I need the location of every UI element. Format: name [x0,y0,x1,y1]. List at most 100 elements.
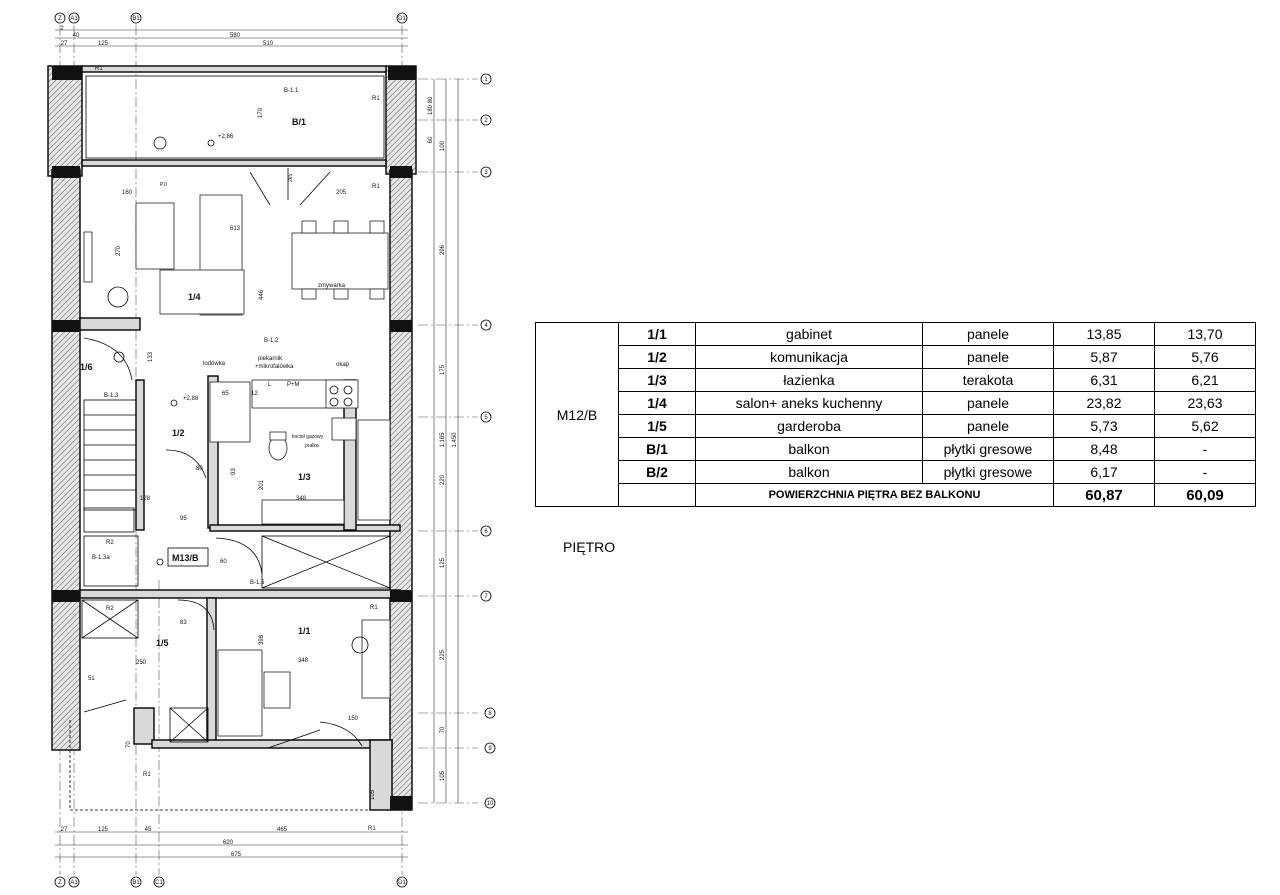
dim-label: 105 [370,789,376,800]
room-1-6-stairs: 1/6 B-1.3 133 [80,337,154,511]
grid-bubbles-top: Z A1 B1 D1 [54,12,408,24]
dim-label: P.0 [160,182,167,188]
tag-label: B-1.3a [92,555,110,561]
dim-label: 125 [440,557,446,568]
level-label: +2,88 [183,396,199,402]
grid-label: 2 [484,118,488,124]
tag-label: lodówka [203,361,226,367]
dim-label: 27 [61,827,68,833]
grid-label: 8 [488,711,492,717]
dim-label: 150 [348,716,359,722]
dim-label: 170 [258,107,264,118]
tag-label: R1 [368,826,376,832]
area-net-cell: - [1154,460,1256,484]
unit-label: M13/B [172,553,199,563]
room-1-3-bathroom: 1/3 kocioł gazowy pralka 348 201 80 [196,417,391,525]
area-net-cell: 6,21 [1154,368,1256,392]
kitchen: lodówka piekarnik +mikrofalówka okap L P… [203,356,359,443]
floor-finish-cell: płytki gresowe [922,460,1054,484]
dim-label: 70 [126,741,132,748]
dim-label: 180 [428,104,434,115]
dim-label: 93 [231,468,237,475]
room-label: 1/4 [188,292,201,302]
dim-label: 510 [263,41,274,47]
dimensions-bottom: 27 125 45 465 620 675 [55,827,408,858]
room-symbol-cell: B/1 [618,437,696,461]
tag-label: R2 [106,540,114,546]
room-label: B/1 [292,117,306,127]
dim-label: 160 [122,190,133,196]
dim-label: 27 [61,41,68,47]
grid-bubbles-right: 1 2 3 4 5 6 7 8 9 10 [480,73,496,809]
room-1-4-living: 1/4 160 205 P.0 R1 270 613 446 zmywarka … [83,168,389,344]
room-schedule-table: M12/B 1/1 gabinet panele 13,85 13,70 1/2… [535,322,1256,507]
area-net-cell: 5,62 [1154,414,1256,438]
table-row: 1/3 łazienka terakota 6,31 6,21 [536,368,1256,392]
floor-finish-cell: panele [922,322,1054,346]
dim-label: 220 [440,474,446,485]
grid-label: 7 [484,594,488,600]
area-gross-cell: 6,31 [1053,368,1155,392]
unit-group-cell: M12/B [535,322,619,507]
room-name-cell: komunikacja [695,345,923,369]
dim-label: 348 [298,658,309,664]
floor-finish-cell: płytki gresowe [922,437,1054,461]
grid-label: 6 [484,529,488,535]
grid-label: 1 [484,77,488,83]
dim-label: 125 [98,41,109,47]
tag-label: okap [336,362,350,368]
room-name-cell: łazienka [695,368,923,392]
room-1-5-wardrobe: R2 1/5 250 83 51 70 R1 [81,599,215,778]
grid-label: B1 [132,880,140,886]
dim-label: 675 [231,852,242,858]
dim-label: 225 [440,649,446,660]
dim-label: 580 [230,33,241,39]
dim-label: 2 [60,26,64,32]
room-name-cell: salon+ aneks kuchenny [695,391,923,415]
grid-label: 3 [484,170,488,176]
tag-label: B-1.2 [264,338,279,344]
grid-label: Z [58,16,62,22]
dim-label: 125 [98,827,109,833]
grid-label: 5 [484,415,488,421]
tag-label: R1 [372,96,380,102]
grid-label: 4 [484,323,488,329]
grid-label: B1 [132,16,140,22]
area-gross-cell: 6,17 [1053,460,1155,484]
level-label: +2,86 [218,134,234,140]
floor-finish-cell: terakota [922,368,1054,392]
tag-label: B-1.1 [284,88,299,94]
tag-label: B-1.3 [104,393,119,399]
table-row: B/1 balkon płytki gresowe 8,48 - [536,437,1256,461]
room-name-cell: balkon [695,437,923,461]
room-symbol-cell: 1/5 [618,414,696,438]
tag-label: R1 [143,772,151,778]
area-net-cell: 23,63 [1154,391,1256,415]
dim-label: 620 [223,840,234,846]
grid-label: A1 [70,16,78,22]
tag-label: R1 [372,184,380,190]
balcony-b1: B/1 R1 R1 B-1.1 +2,86 170 [85,66,385,159]
area-net-cell: 13,70 [1154,322,1256,346]
room-symbol-cell: 1/1 [618,322,696,346]
dim-label: 12 [251,391,258,397]
room-label: 1/6 [80,362,93,372]
room-symbol-cell: 1/2 [618,345,696,369]
tag-label: R1 [95,66,103,72]
dim-label: 95 [180,516,187,522]
table-row: 1/5 garderoba panele 5,73 5,62 [536,414,1256,438]
area-gross-cell: 8,48 [1053,437,1155,461]
dimensions-top: 2 40 580 27 125 510 [55,26,408,47]
grid-bubbles-bottom: Z A1 B1 C1 D1 [54,876,408,888]
area-gross-cell: 5,73 [1053,414,1155,438]
table-row: M12/B 1/1 gabinet panele 13,85 13,70 [535,322,1256,507]
grid-label: D1 [398,16,406,22]
grid-label: C1 [155,880,163,886]
dim-label: 83 [180,620,187,626]
dim-label: 1.165 [440,432,446,448]
room-label: 1/1 [298,626,311,636]
tag-label: piekarnik [258,356,283,362]
dim-label: 465 [277,827,288,833]
grid-label: 10 [487,801,494,807]
grid-label: 9 [488,746,492,752]
